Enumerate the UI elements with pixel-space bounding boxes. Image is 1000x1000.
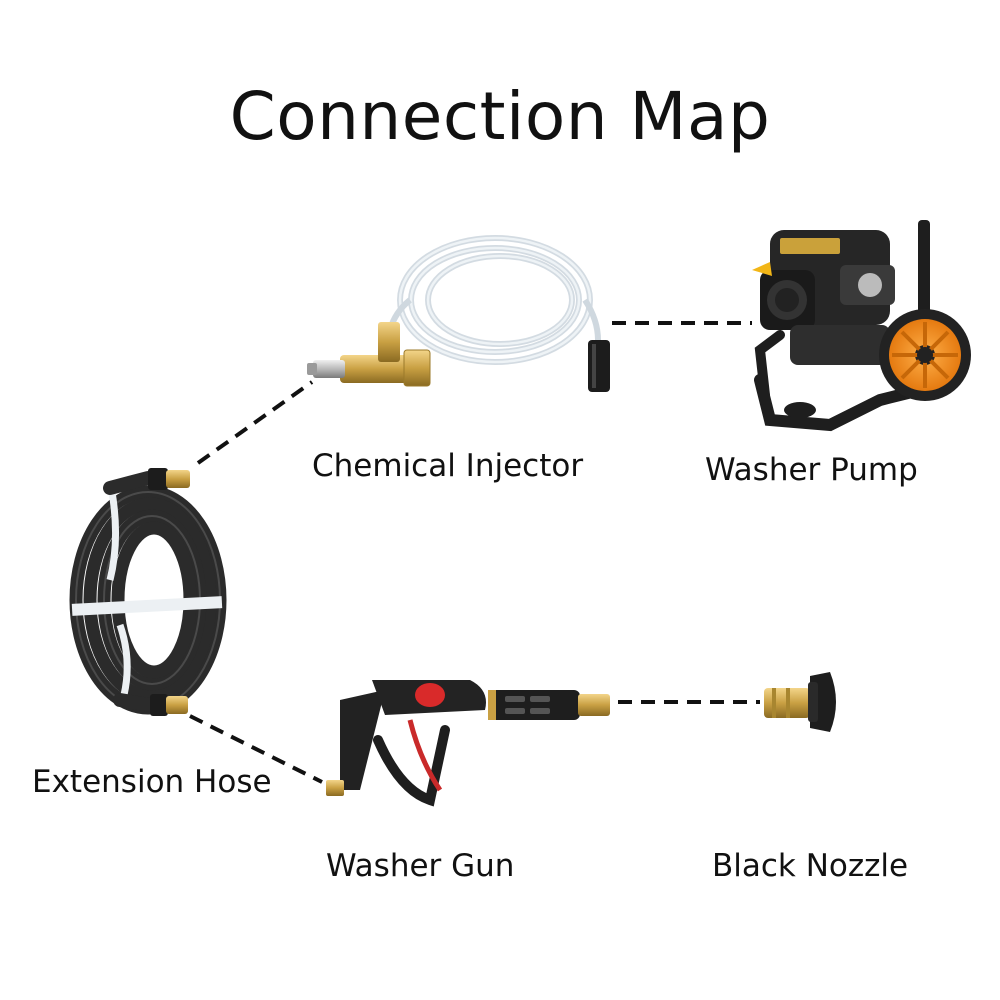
extension-hose-label: Extension Hose (32, 764, 272, 800)
spray-gun-icon (326, 680, 610, 807)
black-nozzle-label: Black Nozzle (712, 848, 909, 884)
pressure-washer-pump-icon (752, 220, 971, 432)
washer-gun-label: Washer Gun (326, 848, 515, 884)
page-title: Connection Map (229, 78, 771, 155)
nozzle-icon (764, 672, 836, 732)
chemical-injector-label: Chemical Injector (312, 448, 584, 484)
connector-hose-to-injector (196, 380, 314, 465)
coiled-hose-icon (69, 468, 227, 716)
washer-pump-label: Washer Pump (705, 452, 918, 488)
chemical-injector-icon (307, 235, 610, 392)
connector-hose-to-gun (189, 714, 323, 784)
